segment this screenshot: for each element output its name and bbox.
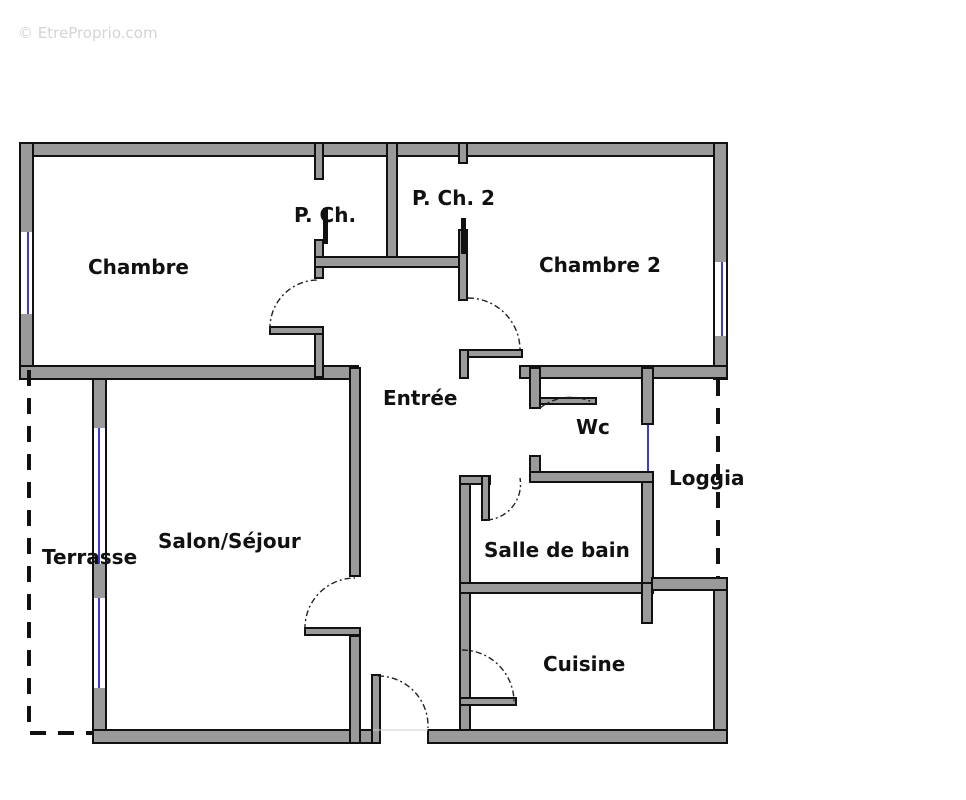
wall-bath-bottom	[459, 582, 654, 594]
wall-right-upper	[713, 142, 728, 380]
wall-wc-right	[641, 367, 654, 425]
door-swing-salon	[304, 577, 356, 631]
wall-chambre-2-left-lower	[459, 349, 469, 379]
room-label-loggia: Loggia	[669, 466, 745, 490]
wall-salon-right-lower	[349, 635, 361, 744]
door-swing-bath	[486, 477, 522, 521]
room-label-wc: Wc	[576, 415, 610, 439]
door-swing-wc	[539, 396, 593, 409]
room-label-placard-chambre-2: P. Ch. 2	[412, 186, 495, 210]
room-label-chambre: Chambre	[88, 255, 189, 279]
wall-wc-right-lower	[641, 471, 654, 585]
watermark: © EtreProprio.com	[18, 24, 158, 42]
closet-1-door-leaf	[323, 208, 328, 244]
room-label-salle-de-bain: Salle de bain	[484, 538, 630, 562]
wall-door-stub-chambre-2	[459, 349, 523, 358]
wall-salon-right-upper	[349, 367, 361, 577]
wall-wc-left	[529, 367, 541, 409]
terrasse-outline	[27, 370, 93, 735]
wall-entrance-door-stub	[371, 674, 381, 744]
door-swing-chambre	[269, 279, 319, 331]
wall-bath-left	[459, 475, 471, 731]
room-label-placard-chambre: P. Ch.	[294, 203, 357, 227]
room-label-terrasse: Terrasse	[42, 545, 138, 569]
wall-top	[19, 142, 728, 157]
wall-closet-1-left	[314, 142, 324, 180]
wall-kitchen-door-stub	[459, 697, 517, 706]
room-label-salon-sejour: Salon/Séjour	[158, 529, 301, 553]
wall-door-stub-chambre	[269, 326, 324, 335]
wall-loggia-bottom	[651, 577, 728, 591]
wall-closets-bottom	[314, 256, 468, 268]
wall-closet-1-right	[386, 142, 398, 266]
closet-2-door-leaf	[461, 218, 466, 254]
window-opening-chambre	[21, 232, 32, 314]
wall-bottom-left	[92, 729, 374, 744]
door-swing-entrance	[377, 675, 429, 729]
wall-chambre-2-bottom	[519, 365, 728, 379]
door-swing-kitchen	[461, 649, 515, 703]
room-label-cuisine: Cuisine	[543, 652, 626, 676]
wall-right-kitchen	[713, 577, 728, 744]
wall-closet-2-right	[458, 142, 468, 164]
wall-door-stub-salon	[304, 627, 361, 636]
wall-bath-door-stub	[481, 475, 490, 521]
wall-chambre-bottom	[19, 365, 359, 380]
window-opening-chambre-2	[715, 262, 726, 336]
wall-kitchen-stub	[641, 582, 653, 624]
room-label-entree: Entrée	[383, 386, 458, 410]
wall-wc-bottom	[529, 471, 654, 483]
door-swing-chambre-2	[467, 297, 521, 351]
room-label-chambre-2: Chambre 2	[539, 253, 661, 277]
wall-bottom-right	[427, 729, 728, 744]
